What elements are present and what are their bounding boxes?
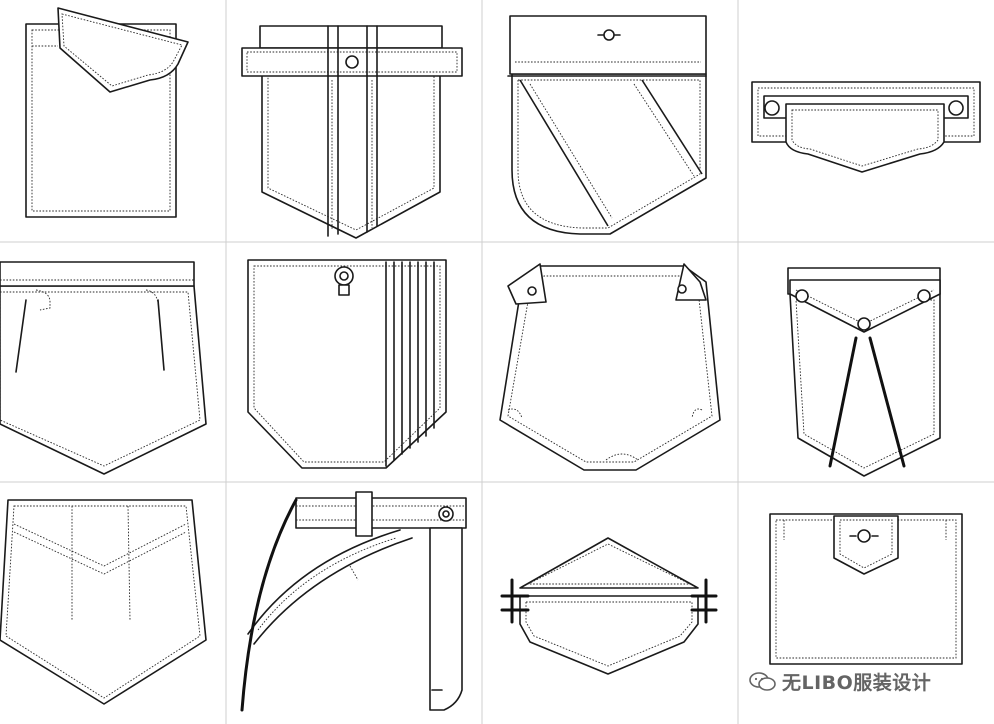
pocket-hexagon-tabs [500,537,718,675]
pocket-diagonal-panel [507,15,707,235]
pocket-band-darts [0,261,207,475]
pocket-slanted-flap [25,7,189,218]
pocket-pleated-side [247,259,447,469]
pocket-waistband-curve [240,491,467,712]
pocket-belt-strip [241,25,463,239]
watermark: 无LIBO服装设计 [748,668,931,695]
watermark-text: 无LIBO服装设计 [782,672,932,694]
pocket-welt-flap [751,81,981,173]
pocket-collar-tabs [499,263,721,471]
pocket-yoke-stitch [0,499,207,705]
pocket-split-flap [787,267,941,477]
pocket-button-tab [769,513,963,665]
wechat-logo-icon [749,671,776,691]
